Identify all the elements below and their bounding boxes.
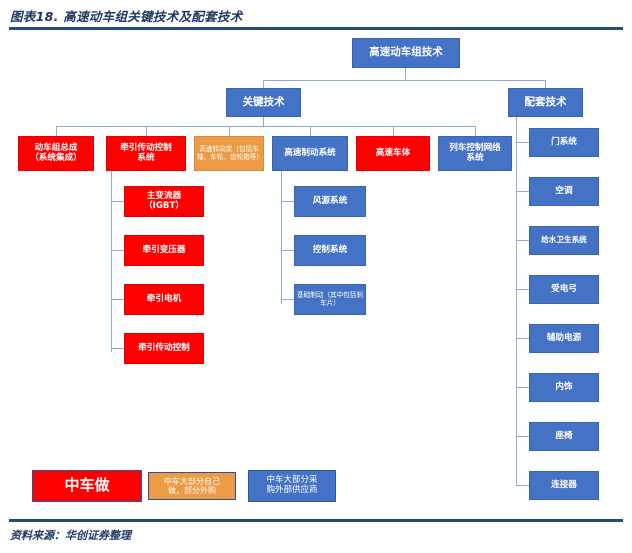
connector-support-stub-2 — [516, 191, 529, 193]
node-traction-transformer[interactable]: 牵引变压器 — [124, 235, 204, 266]
connector-root-down — [405, 68, 407, 81]
node-foundation-brake[interactable]: 基础制动（其中包括刹车片） — [294, 284, 366, 315]
node-converter-line2: （IGBT） — [144, 200, 184, 211]
connector-traction-spine — [111, 170, 113, 352]
node-water-sanitation-system[interactable]: 给水卫生系统 — [529, 226, 599, 255]
node-traction-line1: 牵引传动控制 — [120, 142, 172, 153]
node-traction-drive-control-system[interactable]: 牵引传动控制 系统 — [106, 136, 186, 171]
node-connectors[interactable]: 连接器 — [529, 471, 599, 500]
legend-item-crrc-makes: 中车做 — [32, 470, 142, 502]
connector-to-key-tech — [263, 80, 265, 90]
connector-support-stub-1 — [516, 142, 529, 144]
connector-support-stub-7 — [516, 436, 529, 438]
node-root[interactable]: 高速动车组技术 — [352, 38, 460, 68]
node-train-control-network-system[interactable]: 列车控制网络 系统 — [438, 136, 512, 171]
legend-item-crrc-mostly-purchased: 中车大部分采 购外部供应商 — [248, 470, 336, 502]
node-emu-assembly-line2: （系统集成） — [30, 152, 82, 163]
node-brake-control-system[interactable]: 控制系统 — [294, 235, 366, 266]
connector-brake-stub-2 — [281, 250, 294, 252]
node-emu-assembly-line1: 动车组总成 — [34, 142, 78, 153]
connector-to-support-tech — [545, 80, 547, 90]
node-high-speed-bogie[interactable]: 高速转向架（包括车轴、车轮、齿轮箱等） — [194, 136, 264, 171]
connector-level1-bar — [263, 80, 546, 82]
node-door-system[interactable]: 门系统 — [529, 128, 599, 157]
connector-keytech-drop-4 — [310, 126, 312, 136]
node-pantograph[interactable]: 受电弓 — [529, 275, 599, 304]
connector-support-spine — [516, 117, 518, 485]
connector-brake-spine — [281, 170, 283, 304]
node-traction-line2: 系统 — [137, 152, 155, 163]
connector-support-stub-3 — [516, 240, 529, 242]
connector-keytech-drop-3 — [229, 126, 231, 136]
connector-support-stub-4 — [516, 289, 529, 291]
node-main-converter-igbt[interactable]: 主变流器 （IGBT） — [124, 186, 204, 217]
connector-keytech-drop-6 — [475, 126, 477, 136]
node-high-speed-brake-system[interactable]: 高速制动系统 — [272, 136, 348, 171]
node-converter-line1: 主变流器 — [146, 190, 182, 201]
node-high-speed-carbody[interactable]: 高速车体 — [356, 136, 430, 171]
connector-keytech-bus — [56, 126, 476, 128]
header-rule — [9, 27, 623, 30]
footer-rule — [9, 519, 623, 522]
connector-traction-stub-4 — [111, 348, 124, 350]
source-note: 资料来源：华创证券整理 — [10, 529, 131, 542]
connector-keytech-drop-2 — [146, 126, 148, 136]
legend-blu-line1: 中车大部分采 — [266, 475, 318, 486]
legend-org-line1: 中车大部分自己 — [164, 476, 220, 486]
node-traction-drive-control[interactable]: 牵引传动控制 — [124, 333, 204, 364]
connector-support-stub-5 — [516, 338, 529, 340]
connector-traction-stub-3 — [111, 299, 124, 301]
node-tcn-line2: 系统 — [466, 152, 484, 163]
node-air-conditioning[interactable]: 空调 — [529, 177, 599, 206]
connector-keytech-down — [263, 117, 265, 127]
node-key-technology[interactable]: 关键技术 — [226, 88, 301, 117]
page-title: 图表18. 高速动车组关键技术及配套技术 — [10, 9, 243, 24]
connector-keytech-drop-5 — [393, 126, 395, 136]
connector-brake-stub-1 — [281, 201, 294, 203]
connector-support-stub-8 — [516, 485, 529, 487]
connector-brake-stub-3 — [281, 299, 294, 301]
node-emu-assembly[interactable]: 动车组总成 （系统集成） — [18, 136, 94, 171]
node-seats[interactable]: 座椅 — [529, 422, 599, 451]
node-air-supply-system[interactable]: 风源系统 — [294, 186, 366, 217]
node-interior[interactable]: 内饰 — [529, 373, 599, 402]
connector-support-stub-6 — [516, 387, 529, 389]
connector-keytech-drop-1 — [56, 126, 58, 136]
node-support-technology[interactable]: 配套技术 — [508, 88, 583, 117]
node-auxiliary-power[interactable]: 辅助电源 — [529, 324, 599, 353]
legend-org-line2: 做，部分外购 — [168, 486, 216, 495]
node-traction-motor[interactable]: 牵引电机 — [124, 284, 204, 315]
connector-traction-stub-2 — [111, 250, 124, 252]
legend-item-crrc-mostly-self: 中车大部分自己 做，部分外购 — [148, 472, 236, 500]
legend-blu-line2: 购外部供应商 — [266, 485, 318, 495]
connector-traction-stub-1 — [111, 201, 124, 203]
node-tcn-line1: 列车控制网络 — [449, 142, 501, 153]
